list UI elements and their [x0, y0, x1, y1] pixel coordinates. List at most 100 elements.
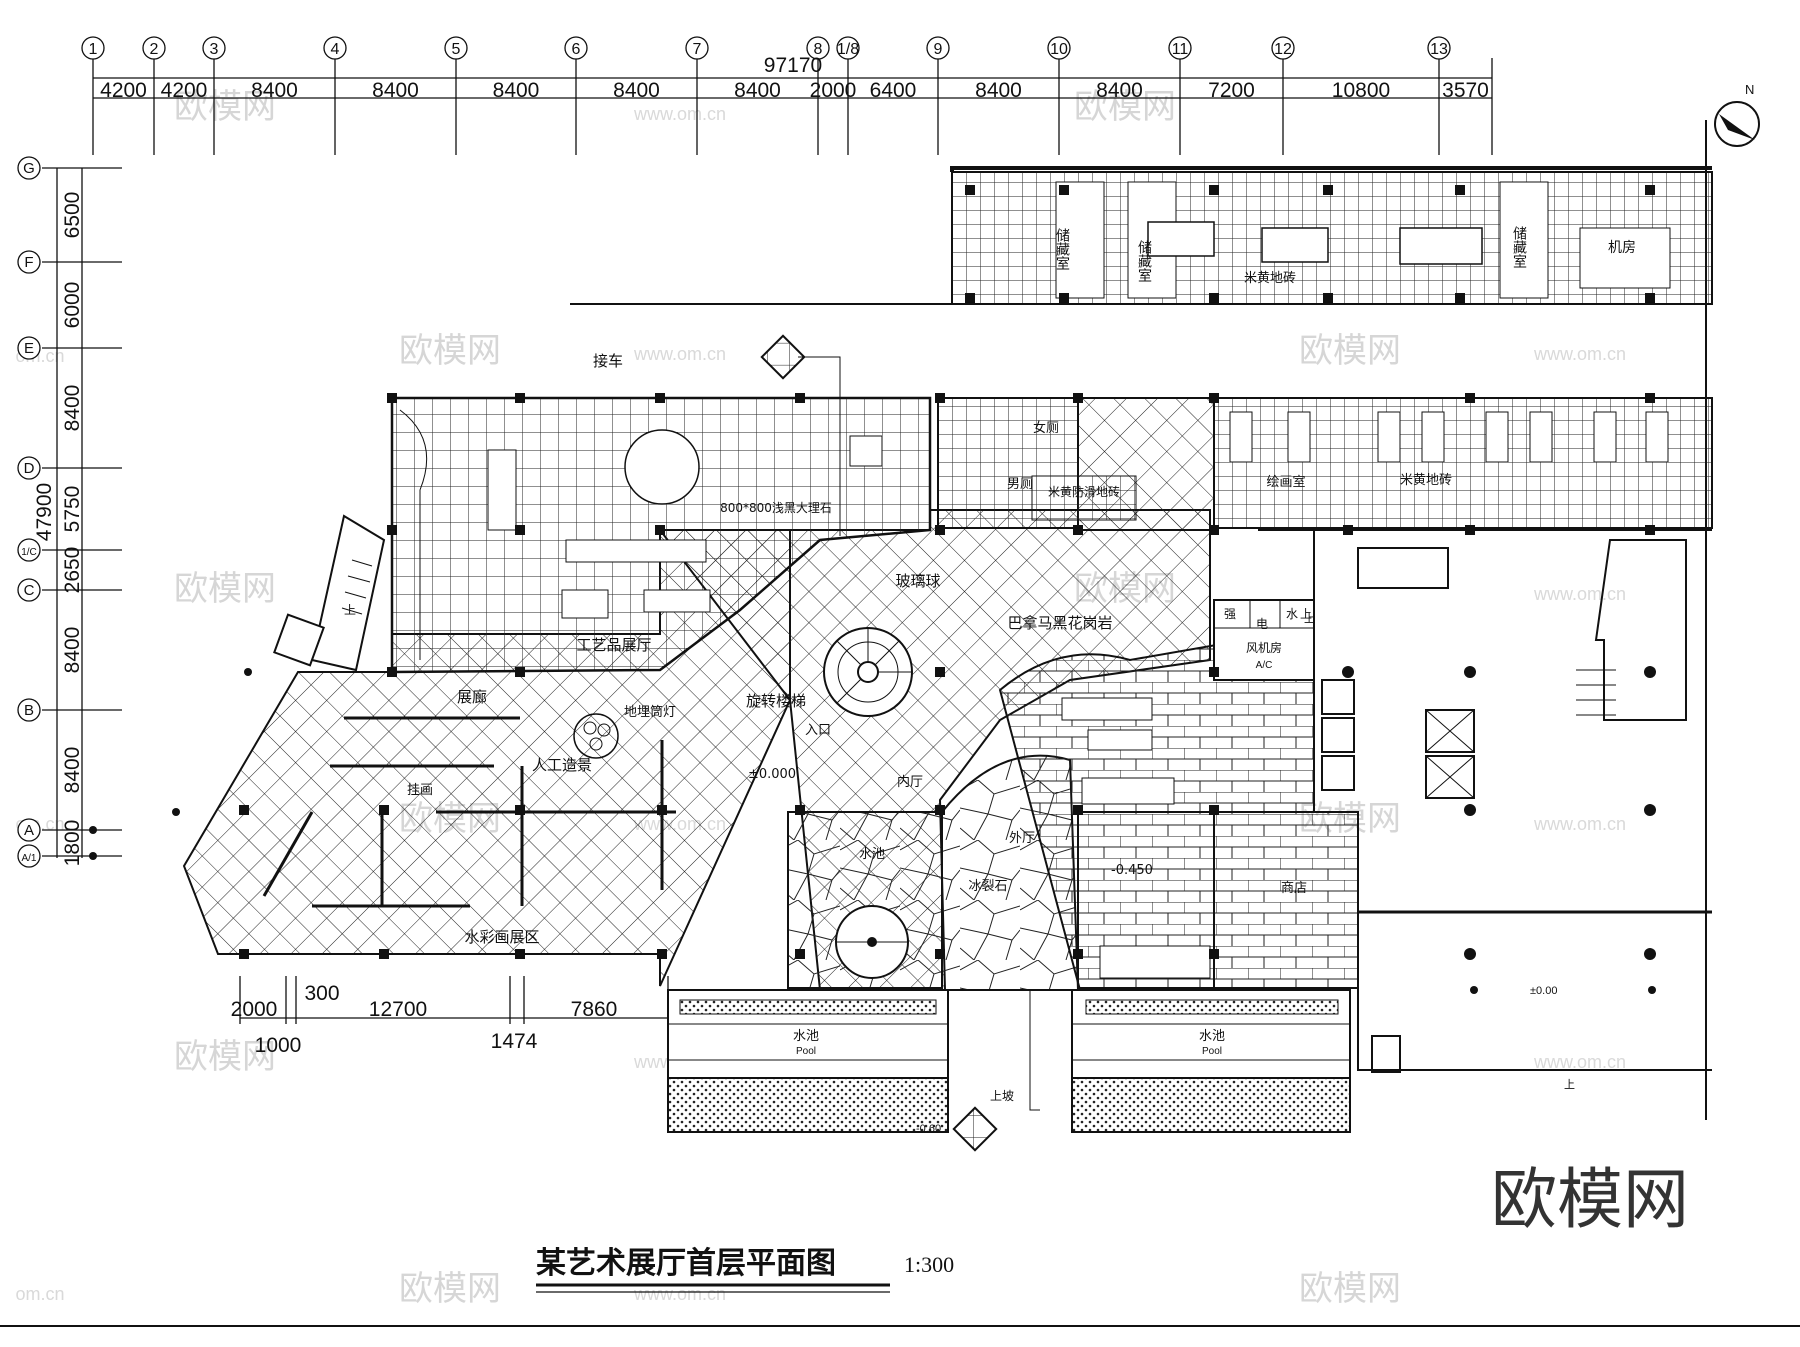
- axis-bubble-1/C: [17, 538, 41, 562]
- water-label: 水: [1286, 607, 1298, 621]
- drawing-scale: 1:300: [904, 1252, 954, 1277]
- round-column: [1464, 948, 1476, 960]
- round-column: [1464, 666, 1476, 678]
- column: [935, 667, 945, 677]
- storage-labels: 储藏室 储藏室 储藏室: [1054, 226, 1527, 282]
- axis-bubble-1/8: [836, 36, 860, 60]
- fan-room-label: 风机房: [1246, 640, 1282, 655]
- axis-bubble-5: [444, 36, 468, 60]
- shop-label: 商店: [1281, 881, 1307, 896]
- craft-hall-label: 工艺品展厅: [576, 636, 651, 654]
- left-span-dim: 8400: [61, 627, 84, 674]
- column: [655, 393, 665, 403]
- water-pool-label: 水池: [859, 847, 885, 862]
- axis-bubble-C: [17, 578, 41, 602]
- column: [1209, 185, 1219, 195]
- storage-strip: [570, 166, 1713, 305]
- left-span-dim: 1800: [61, 820, 84, 867]
- top-span-dim: 8400: [1096, 79, 1143, 102]
- watermark-text: 欧模网: [174, 87, 276, 127]
- round-column: [1644, 948, 1656, 960]
- electric-label: 电: [1256, 617, 1268, 631]
- watermark-text: 欧模网: [174, 1037, 276, 1077]
- axis-label-7: 7: [693, 41, 702, 58]
- column: [1323, 293, 1333, 303]
- top-span-dim: 2000: [810, 79, 857, 102]
- axis-label-2: 2: [150, 41, 159, 58]
- watermark-url: www.om.cn: [633, 344, 726, 364]
- column: [795, 805, 805, 815]
- axis-label-1/8: 1/8: [837, 41, 859, 58]
- storage-label-2: 储藏室: [1136, 240, 1152, 282]
- front-pools: [667, 989, 1351, 1133]
- round-column: [1342, 666, 1354, 678]
- axis-label-D: D: [24, 460, 35, 477]
- pickup-label: 接车: [593, 352, 623, 370]
- ramp-up-label: 上坡: [990, 1089, 1014, 1103]
- column: [935, 805, 945, 815]
- east-wing: [1258, 120, 1712, 1120]
- column: [1209, 805, 1219, 815]
- left-axis-dimensions: GFED1/CCBAA/1650060008400575026508400840…: [17, 156, 122, 868]
- column: [1059, 185, 1069, 195]
- bottom-dim-6: 1474: [491, 1030, 538, 1053]
- column: [1465, 393, 1475, 403]
- glass-sphere-label: 玻璃球: [895, 572, 940, 590]
- structural-columns: [172, 185, 1656, 994]
- axis-label-6: 6: [572, 41, 581, 58]
- column: [965, 185, 975, 195]
- axis-label-F: F: [24, 254, 33, 271]
- axis-label-11: 11: [1172, 41, 1189, 58]
- axis-label-9: 9: [934, 41, 943, 58]
- watermark-url: www.om.cn: [1533, 344, 1626, 364]
- axis-bubble-4: [323, 36, 347, 60]
- column: [515, 805, 525, 815]
- column: [387, 525, 397, 535]
- column: [935, 949, 945, 959]
- axis-bubble-12: [1271, 36, 1295, 60]
- brick-zone: [998, 626, 1359, 991]
- pool-right-en-label: Pool: [1202, 1046, 1222, 1057]
- outer-hall-label: 外厅: [1009, 831, 1035, 846]
- axis-label-B: B: [24, 702, 34, 719]
- column: [1209, 949, 1219, 959]
- axis-label-10: 10: [1050, 41, 1068, 58]
- title-block: 某艺术展厅首层平面图 1:300: [536, 1246, 954, 1293]
- watermark-url: www.om.cn: [633, 1284, 726, 1304]
- column: [379, 949, 389, 959]
- watermark-url: www.om.cn: [1533, 814, 1626, 834]
- round-column: [1644, 666, 1656, 678]
- axis-label-12: 12: [1274, 41, 1292, 58]
- column: [1059, 293, 1069, 303]
- drawing-room-label: 绘画室: [1266, 474, 1305, 490]
- column: [657, 949, 667, 959]
- top-span-dim: 4200: [100, 79, 147, 102]
- watermark-url-short: om.cn: [15, 1284, 64, 1304]
- restroom-block: [937, 397, 1137, 529]
- column: [795, 393, 805, 403]
- axis-bubble-E: [17, 336, 41, 360]
- watermark-text: 欧模网: [399, 1269, 501, 1309]
- column: [1645, 293, 1655, 303]
- ac-label: A/C: [1256, 660, 1273, 671]
- column: [1209, 525, 1219, 535]
- west-stair: [273, 514, 386, 672]
- round-column: [1464, 804, 1476, 816]
- column: [1209, 393, 1219, 403]
- level-right-label: ±0.00: [1530, 985, 1557, 997]
- column: [515, 393, 525, 403]
- marble-label: 800*800浅黑大理石: [720, 501, 832, 515]
- column: [935, 393, 945, 403]
- column: [515, 667, 525, 677]
- site-logo: 欧模网: [1491, 1161, 1689, 1238]
- bottom-dim-5: 1000: [255, 1034, 302, 1057]
- column: [379, 805, 389, 815]
- axis-bubble-8: [806, 36, 830, 60]
- watermark-url: www.om.cn: [633, 104, 726, 124]
- watercolor-label: 水彩画展区: [464, 928, 539, 946]
- axis-bubble-6: [564, 36, 588, 60]
- axis-label-4: 4: [331, 41, 340, 58]
- mens-wc-label: 男厕: [1007, 477, 1033, 492]
- column: [1073, 805, 1083, 815]
- level-minus-label: -0.450: [1111, 863, 1153, 878]
